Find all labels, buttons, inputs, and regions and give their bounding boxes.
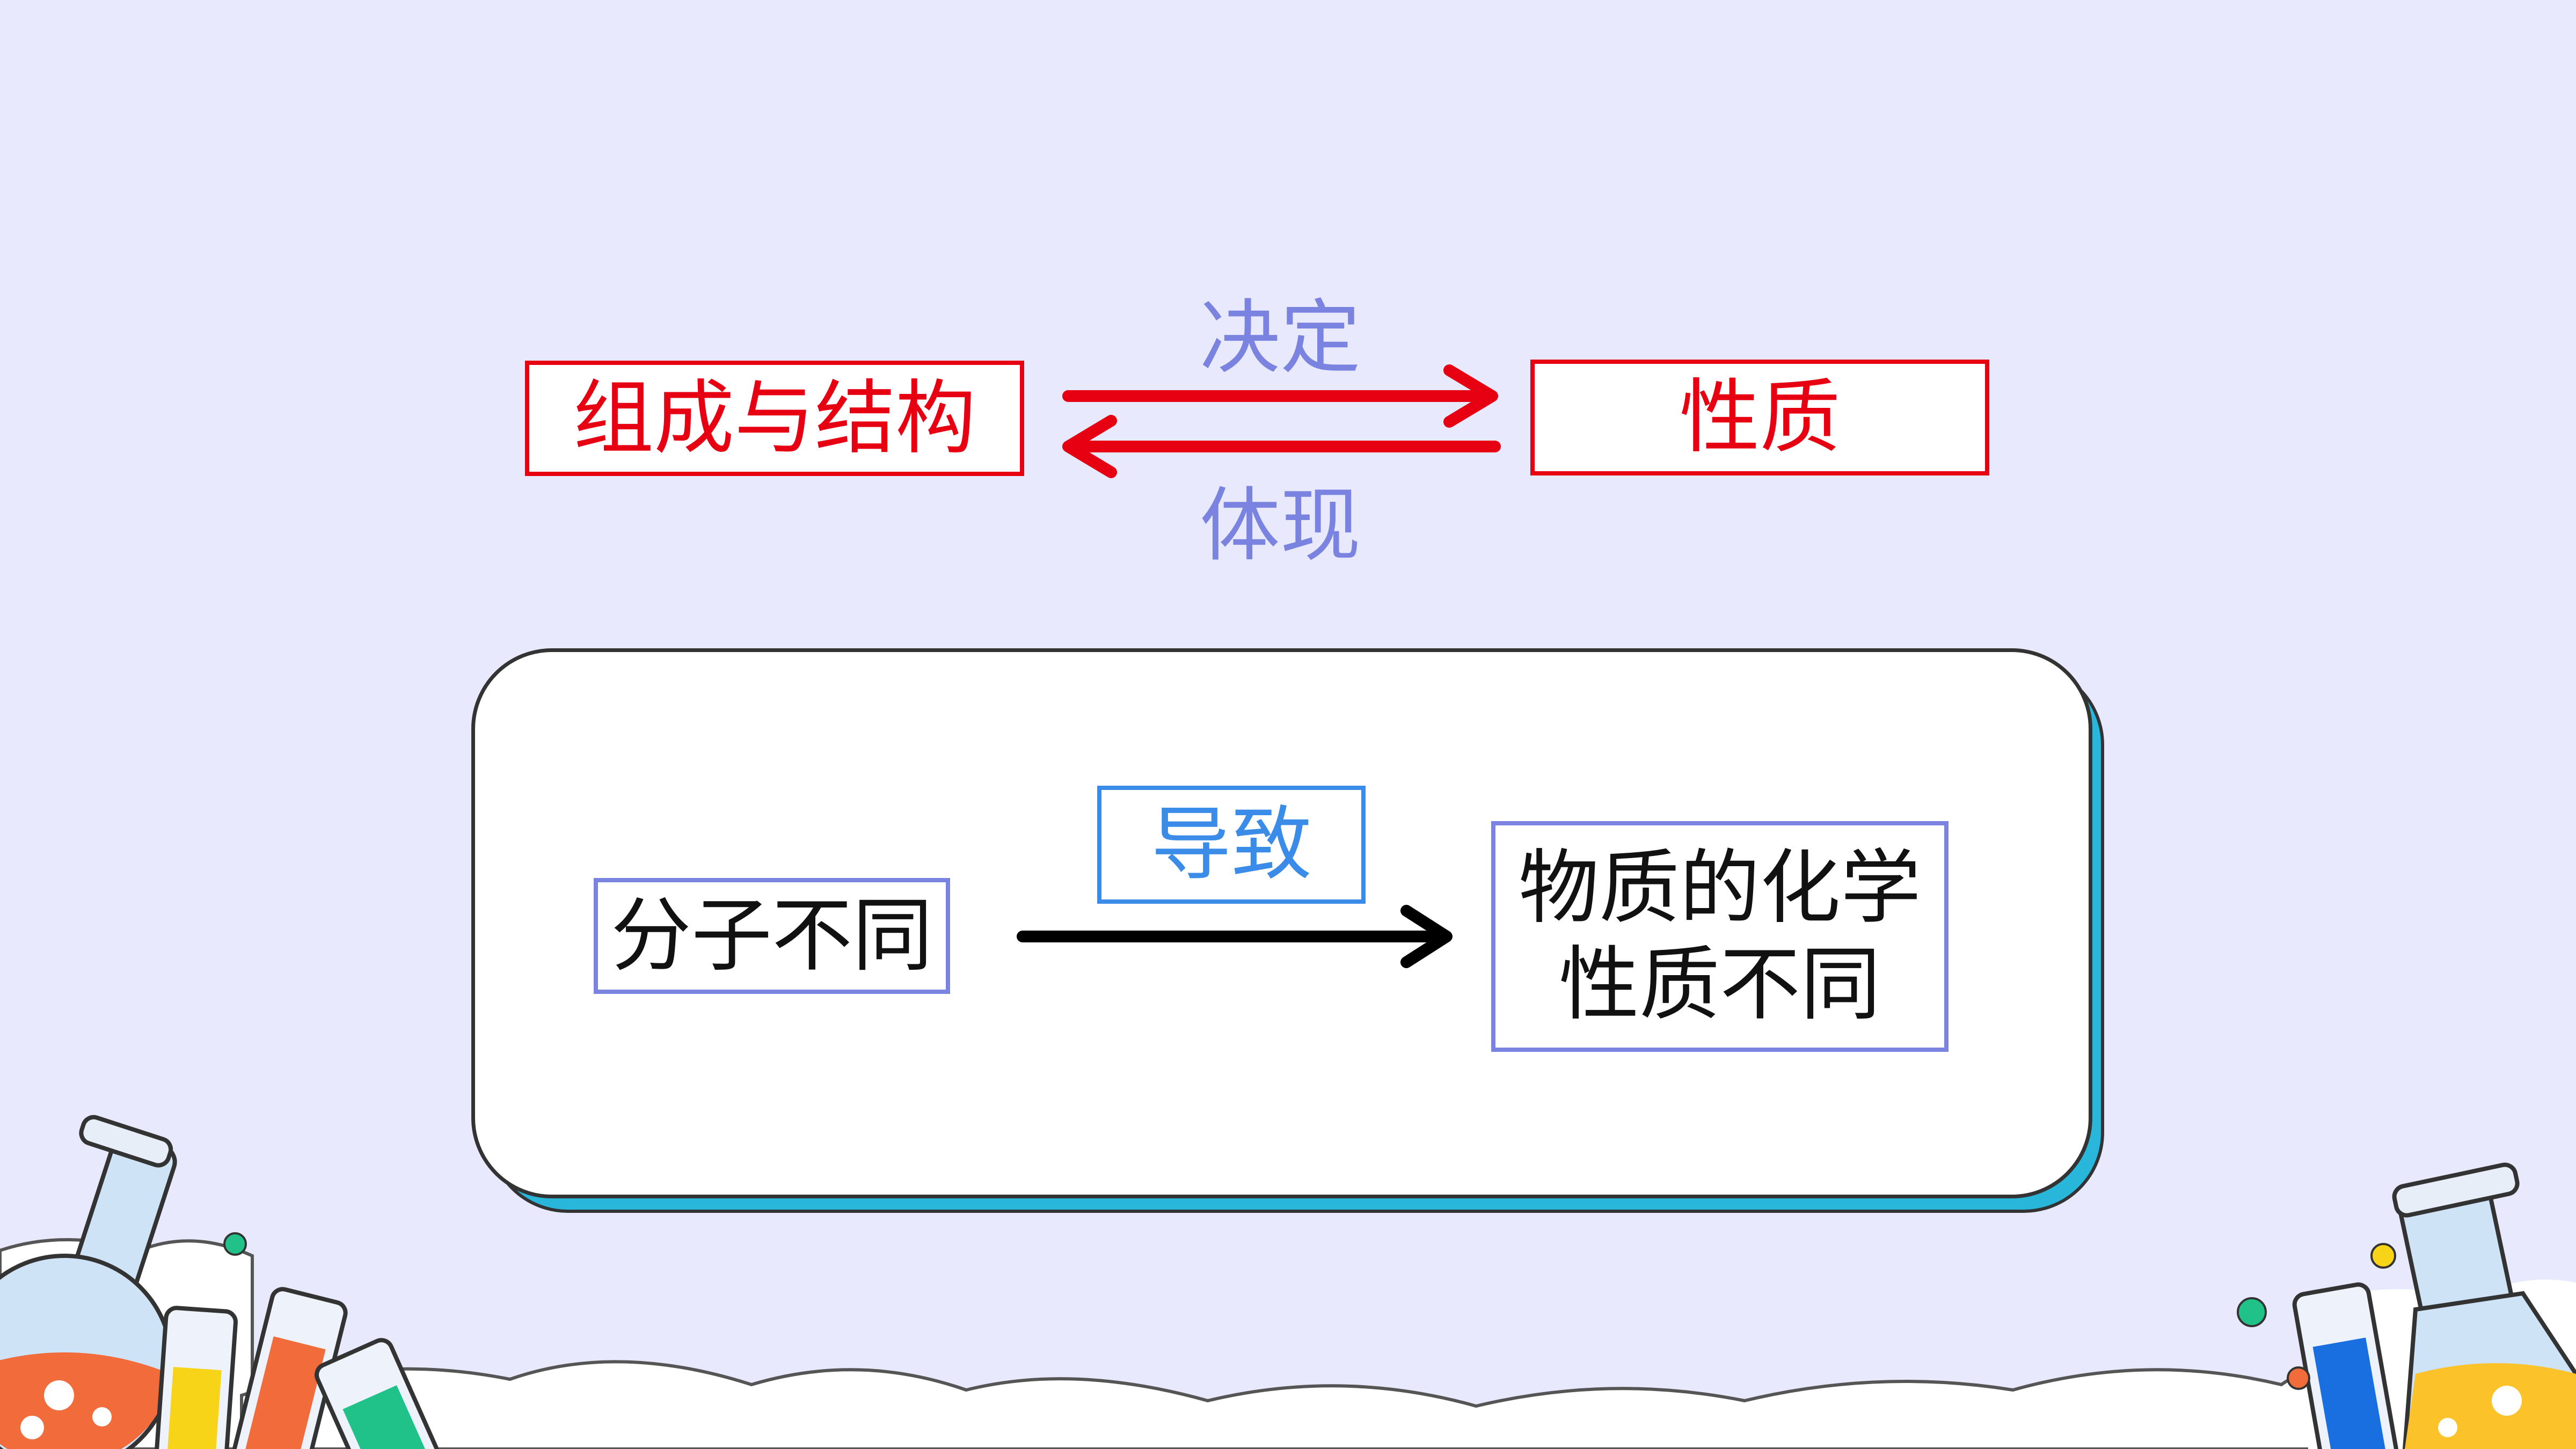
- composition-structure-label: 组成与结构: [573, 371, 976, 465]
- composition-structure-box: 组成与结构: [525, 361, 1024, 476]
- chemical-properties-box: 物质的化学 性质不同: [1491, 821, 1949, 1052]
- bubble-icon: [2287, 1366, 2310, 1390]
- flask-icon: [2392, 1162, 2576, 1449]
- different-molecules-box: 分子不同: [594, 878, 950, 994]
- bubble-icon: [2237, 1297, 2267, 1327]
- bubble-icon: [223, 1232, 247, 1256]
- arrow-left-icon: [1062, 415, 1501, 478]
- arrow-right-icon: [1062, 364, 1498, 428]
- leads-to-label: 导致: [1150, 798, 1312, 891]
- test-tube-icon: [154, 1306, 238, 1449]
- reflects-label: 体现: [1200, 479, 1361, 573]
- leads-to-box: 导致: [1097, 786, 1366, 904]
- determines-label: 决定: [1200, 291, 1361, 385]
- properties-box: 性质: [1530, 360, 1989, 475]
- chemical-properties-line2: 性质不同: [1558, 938, 1881, 1031]
- properties-label: 性质: [1679, 371, 1841, 464]
- bubble-icon: [2370, 1243, 2396, 1269]
- different-molecules-label: 分子不同: [610, 889, 933, 983]
- chemical-properties-line1: 物质的化学: [1518, 841, 1921, 935]
- test-tube-icon: [2292, 1282, 2399, 1449]
- arrow-right-icon: [1017, 905, 1453, 968]
- test-tube-icon: [315, 1338, 442, 1449]
